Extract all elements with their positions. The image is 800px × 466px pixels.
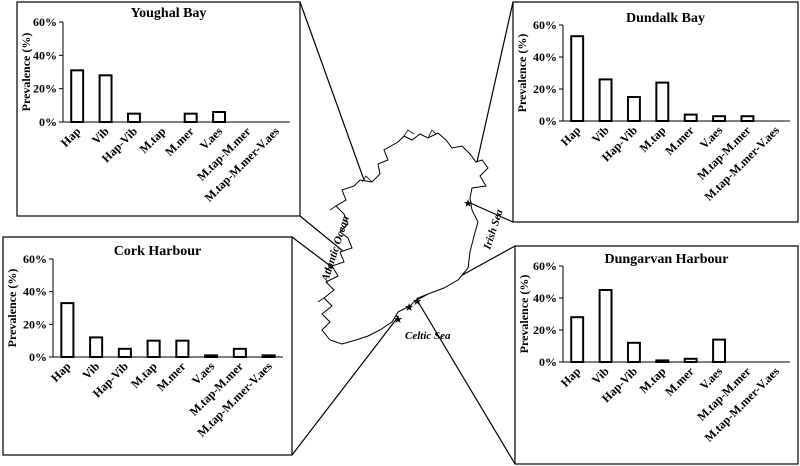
site-star-icon: ★ <box>393 314 403 326</box>
panel-dungarvan-harbour: Dungarvan Harbour 0% 20% 40% 60%Prevalence (… <box>514 245 799 465</box>
ireland-map: Atlantic Ocean Irish Sea Celtic Sea ★ ★ … <box>317 129 506 345</box>
y-tick-label: 0% <box>539 355 557 369</box>
bar <box>626 341 641 363</box>
site-star-icon: ★ <box>412 296 422 308</box>
y-tick-label: 40% <box>33 48 57 62</box>
panel-frame <box>16 1 301 217</box>
y-tick-label: 60% <box>23 252 47 266</box>
bar <box>146 339 161 358</box>
bar <box>175 339 190 358</box>
bar <box>261 354 276 359</box>
bar <box>683 113 698 122</box>
y-axis-label: Prevalence (%) <box>5 269 19 348</box>
y-tick-label: 60% <box>33 15 57 29</box>
y-axis-label: Prevalence (%) <box>517 275 531 354</box>
chart-title: Dundalk Bay <box>626 11 705 26</box>
y-tick-label: 0% <box>29 350 47 364</box>
chart-title: Cork Harbour <box>114 244 202 259</box>
bar <box>570 35 585 123</box>
bar <box>740 115 755 122</box>
map-label-celtic-sea: Celtic Sea <box>405 330 451 342</box>
bar <box>655 359 670 363</box>
y-tick-label: 40% <box>533 291 557 305</box>
y-tick-label: 60% <box>533 18 557 32</box>
leader-line <box>291 316 399 456</box>
bar <box>598 78 613 122</box>
bar <box>98 74 113 124</box>
bar <box>89 336 104 358</box>
bar <box>126 112 141 123</box>
bar <box>60 302 75 359</box>
y-tick-label: 0% <box>539 114 557 128</box>
bar <box>183 112 198 123</box>
y-tick-label: 0% <box>39 115 57 129</box>
bar <box>212 111 227 123</box>
y-tick-label: 40% <box>533 50 557 64</box>
bar <box>598 289 613 363</box>
site-star-icon: ★ <box>404 302 414 314</box>
y-axis-label: Prevalence (%) <box>515 34 529 113</box>
y-tick-label: 20% <box>533 82 557 96</box>
map-label-irish-sea: Irish Sea <box>481 207 506 251</box>
bar <box>712 115 727 122</box>
bar <box>683 357 698 363</box>
y-tick-label: 20% <box>533 323 557 337</box>
bar <box>570 316 585 364</box>
y-tick-label: 20% <box>23 317 47 331</box>
chart-title: Dungarvan Harbour <box>604 252 728 267</box>
y-axis-label: Prevalence (%) <box>19 33 33 112</box>
bar <box>626 96 641 122</box>
leader-line <box>416 299 516 465</box>
bar <box>232 347 247 359</box>
site-star-icon: ★ <box>463 198 473 210</box>
bar <box>712 338 727 364</box>
y-tick-label: 60% <box>533 259 557 273</box>
bar <box>70 69 85 124</box>
bar <box>655 81 670 122</box>
y-tick-label: 40% <box>23 285 47 299</box>
leader-line <box>467 201 514 223</box>
chart-title: Youghal Bay <box>131 6 207 21</box>
y-tick-label: 20% <box>33 82 57 96</box>
bar <box>117 347 132 359</box>
northern-coast-detail <box>317 129 437 303</box>
bar <box>204 354 219 359</box>
panel-frame <box>514 245 799 465</box>
